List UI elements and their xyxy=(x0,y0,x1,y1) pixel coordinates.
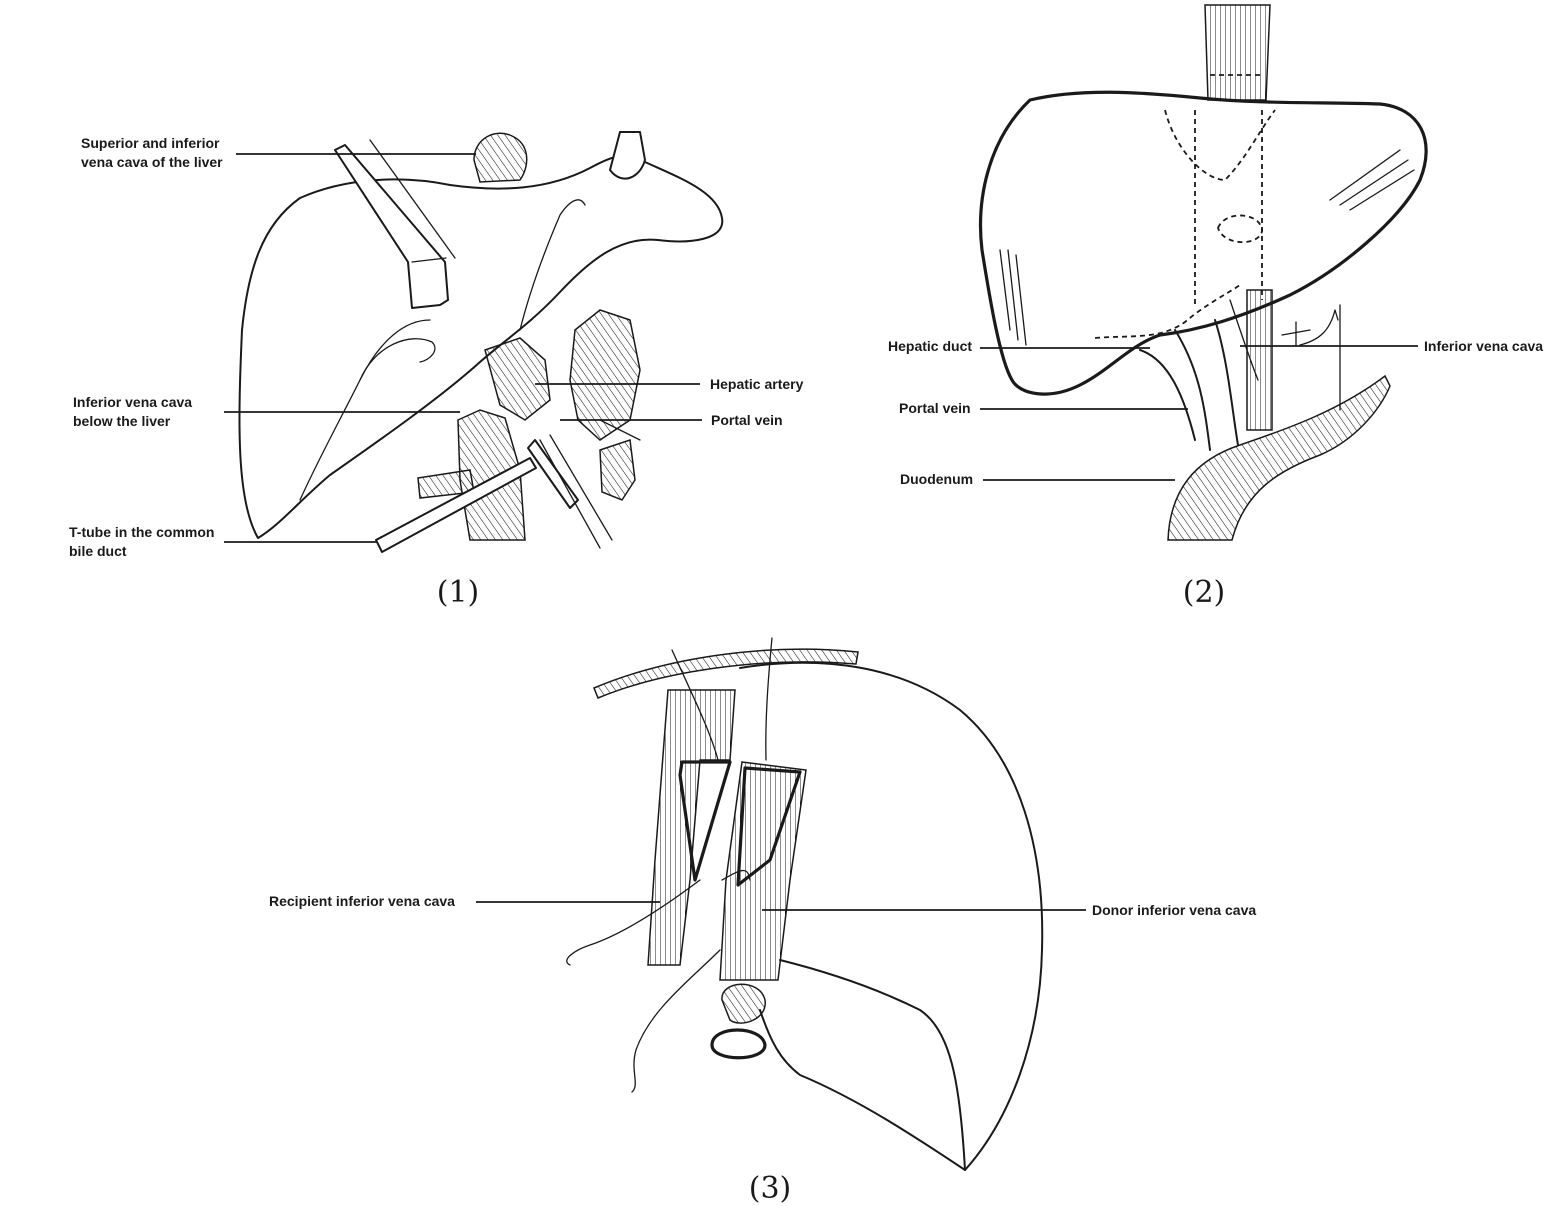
caption-panel-1: (1) xyxy=(437,575,480,610)
label-portal-vein-2: Portal vein xyxy=(899,400,971,416)
portal-vein-line-a xyxy=(1174,329,1211,451)
dashed-outline xyxy=(1164,109,1276,181)
panel-1-illustration xyxy=(238,131,724,553)
portal-vein-line-b xyxy=(1214,319,1239,446)
retractor-tip xyxy=(411,257,447,263)
panel-2-illustration xyxy=(978,4,1428,541)
label-donor-ivc: Donor inferior vena cava xyxy=(1092,902,1256,918)
liver-lobe-line xyxy=(519,199,586,331)
label-duodenum: Duodenum xyxy=(900,471,973,487)
portal-vein-line-c xyxy=(1229,299,1259,381)
vessel-line xyxy=(599,419,641,441)
label-hepatic-artery: Hepatic artery xyxy=(710,376,804,392)
anastomosis-right xyxy=(736,766,802,887)
panel-1: Superior and inferior vena cava of the l… xyxy=(69,131,804,610)
donor-ivc-lumen xyxy=(710,1028,767,1060)
retractor-edge xyxy=(369,139,456,259)
hook-clamp xyxy=(609,131,646,180)
t-tube-drain xyxy=(527,439,579,509)
label-superior-cava: Superior and inferior vena cava of the l… xyxy=(81,135,223,170)
duodenum-tissue xyxy=(599,438,636,501)
dashed-ellipse xyxy=(1217,214,1263,243)
duodenum xyxy=(1167,374,1391,541)
panel-3: Recipient inferior vena cava Donor infer… xyxy=(269,637,1256,1206)
diaphragm-band xyxy=(593,648,859,699)
t-tube xyxy=(375,457,537,553)
panel-2: Hepatic duct Portal vein Duodenum Inferi… xyxy=(888,4,1543,610)
label-t-tube: T-tube in the common bile duct xyxy=(69,524,218,559)
portal-structures xyxy=(484,337,551,421)
suture-5 xyxy=(721,869,751,881)
panel-3-illustration xyxy=(566,637,1044,1171)
label-portal-vein-1: Portal vein xyxy=(711,412,783,428)
suture-1 xyxy=(671,649,719,761)
label-recipient-ivc: Recipient inferior vena cava xyxy=(269,893,455,909)
suture-2 xyxy=(765,637,773,761)
liver-lobe-bulge xyxy=(359,338,436,381)
liver-outline xyxy=(238,154,724,539)
hepatic-duct-line xyxy=(1139,349,1196,441)
suprahepatic-cava xyxy=(1204,4,1271,101)
donor-ivc-stump xyxy=(721,983,766,1024)
label-infrahepatic-cava: Inferior vena cava below the liver xyxy=(73,394,196,429)
retractor xyxy=(334,144,449,309)
infrahepatic-cava-2 xyxy=(1246,289,1273,431)
hilar-tube-line-1 xyxy=(539,439,601,549)
dashed-hilar-line xyxy=(1094,284,1241,339)
label-hepatic-duct: Hepatic duct xyxy=(888,338,972,354)
suture-4 xyxy=(631,949,721,1093)
suture-3 xyxy=(566,879,701,966)
liver-outline-3 xyxy=(739,661,1044,1171)
superior-cava-stump xyxy=(473,132,528,183)
hilar-tube-line-2 xyxy=(549,434,613,541)
liver-inner-contour xyxy=(299,319,431,501)
label-ivc-2: Inferior vena cava xyxy=(1424,338,1543,354)
anastomosis-left xyxy=(678,760,732,882)
left-lobe-shading xyxy=(999,249,1027,346)
dashed-cava-course xyxy=(1194,110,1263,305)
caption-panel-3: (3) xyxy=(749,1171,792,1206)
right-lobe-shading xyxy=(1329,149,1415,211)
recipient-ivc xyxy=(647,689,736,966)
vessel-clamp xyxy=(1281,309,1339,346)
caption-panel-2: (2) xyxy=(1183,575,1226,610)
liver-inner-3 xyxy=(779,959,966,1171)
